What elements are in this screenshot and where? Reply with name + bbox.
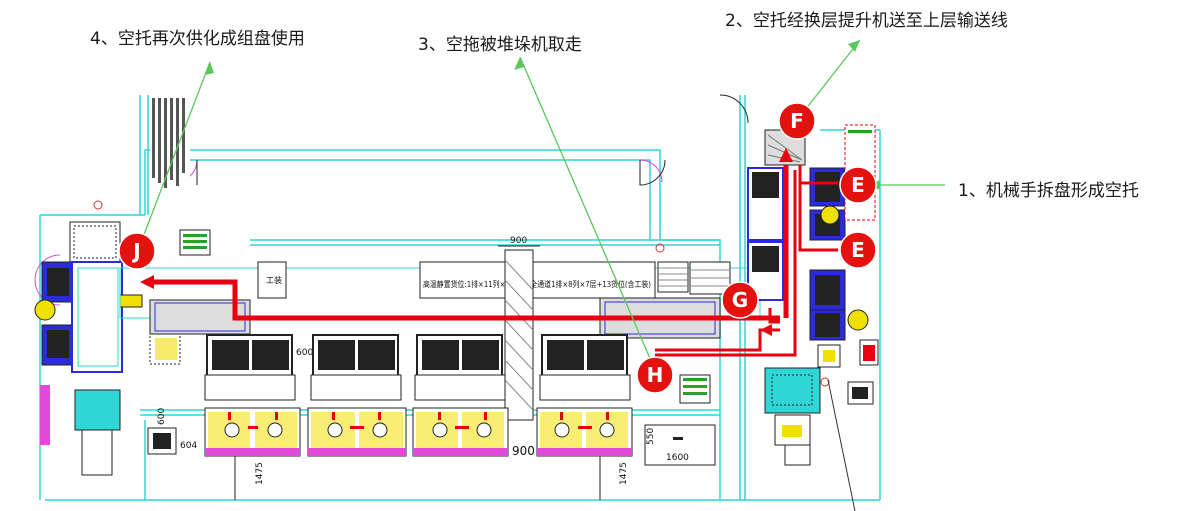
shelf-description: 高温静置货位:1排×11列×13层-安全通道1排×8列×7层+13货位(含工装) (423, 279, 651, 289)
markers: F E E G H J (118, 102, 877, 394)
dim-600-a: 600 (296, 348, 313, 358)
svg-text:G: G (732, 288, 748, 312)
dim-900-top: 900 (510, 236, 527, 246)
cabinet-group-2 (307, 334, 407, 457)
marker-J: J (118, 232, 156, 270)
bottom-leader (827, 379, 856, 511)
dim-600-b: 600 (157, 408, 167, 425)
svg-text:E: E (851, 173, 865, 197)
callout-step-1: 1、机械手拆盘形成空托 (958, 181, 1139, 201)
marker-F: F (778, 102, 816, 140)
cabinet-group-3 (412, 334, 509, 457)
left-station (34, 221, 143, 476)
marker-E-upper: E (839, 166, 877, 204)
leader-arrowheads (205, 40, 880, 190)
callout-step-4: 4、空托再次供化成组盘使用 (90, 29, 305, 49)
dim-550: 550 (646, 428, 656, 445)
dim-900-bottom: 900 (512, 444, 535, 458)
marker-G: G (721, 281, 759, 319)
cabinet-group-1: 600 (204, 334, 313, 457)
side-notes (93, 95, 665, 253)
marker-H: H (636, 356, 674, 394)
callout-step-2: 2、空托经换层提升机送至上层输送线 (725, 11, 1008, 31)
dim-604: 604 (180, 441, 197, 451)
svg-text:H: H (647, 363, 664, 387)
stacker-aisle: 900 (498, 236, 731, 421)
main-conveyor: 工装 高温静置货位:1排×11列×13层-安全通道1排×8列×7层+13货位(含… (119, 229, 761, 365)
dim-1600: 1600 (666, 453, 689, 463)
dim-1475-a: 1475 (255, 462, 265, 485)
svg-text:E: E (851, 238, 865, 262)
leader-lines (139, 39, 945, 371)
flow-path (152, 165, 838, 357)
marker-E-lower: E (839, 231, 877, 269)
formation-cabinets: 600 (204, 334, 633, 457)
svg-text:J: J (131, 239, 140, 263)
cabinet-group-4 (536, 334, 633, 457)
flow-arrowheads (140, 148, 793, 336)
dim-1475-b: 1475 (619, 462, 629, 485)
svg-text:F: F (790, 109, 804, 133)
door-arcs (196, 94, 749, 186)
work-station-label: 工装 (266, 275, 282, 285)
bottom-left-equipment: 600 604 1475 1475 900 1600 550 (147, 408, 716, 500)
right-station (747, 124, 879, 466)
callout-step-3: 3、空拖被堆垛机取走 (418, 35, 582, 55)
